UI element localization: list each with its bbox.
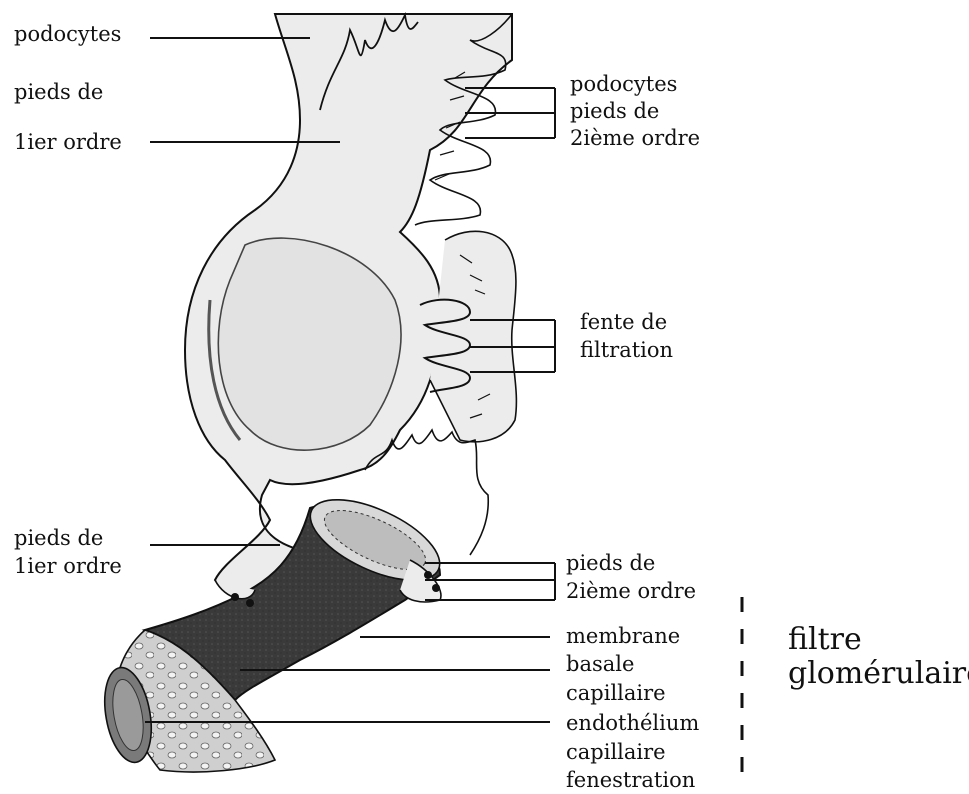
- label-capillaire-2: capillaire: [566, 740, 666, 764]
- label-1ier-ordre-lower-left: 1ier ordre: [14, 554, 122, 578]
- label-pieds-de-right: pieds de: [570, 99, 659, 123]
- label-filtration: filtration: [580, 338, 673, 362]
- label-pieds-de-lower-left: pieds de: [14, 526, 103, 550]
- label-capillaire-1: capillaire: [566, 681, 666, 705]
- label-2ieme-ordre-right: 2ième ordre: [570, 126, 700, 150]
- label-pieds-de-lower-right: pieds de: [566, 551, 655, 575]
- label-fenestration: fenestration: [566, 768, 695, 792]
- label-fente-de: fente de: [580, 310, 667, 334]
- label-endothelium: endothélium: [566, 711, 699, 735]
- label-filtre: filtre: [788, 622, 862, 658]
- label-1ier-ordre-left: 1ier ordre: [14, 130, 122, 154]
- label-glomerulaire: glomérulaire: [788, 656, 969, 692]
- label-basale: basale: [566, 652, 634, 676]
- mid-lobe-outline: [430, 231, 516, 442]
- label-2ieme-ordre-lower-right: 2ième ordre: [566, 579, 696, 603]
- label-podocytes-left: podocytes: [14, 22, 121, 46]
- label-podocytes-right: podocytes: [570, 72, 677, 96]
- label-membrane: membrane: [566, 624, 680, 648]
- label-pieds-de-left: pieds de: [14, 80, 103, 104]
